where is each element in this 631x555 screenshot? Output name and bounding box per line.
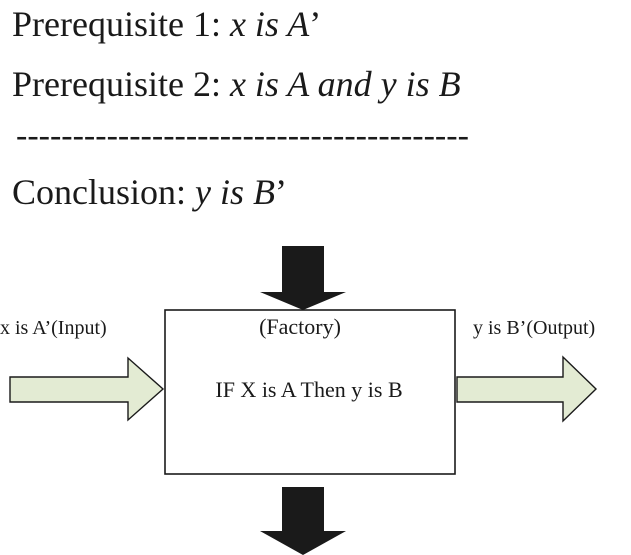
prerequisite-1-expression: x is A bbox=[229, 4, 310, 44]
prerequisite-2-label: Prerequisite 2: bbox=[12, 64, 230, 104]
bottom-output-arrow bbox=[260, 487, 346, 555]
conclusion-line: Conclusion: y is B’ bbox=[12, 170, 287, 214]
prerequisite-1-line: Prerequisite 1: x is A’ bbox=[12, 2, 321, 46]
output-label: y is B’(Output) bbox=[473, 317, 595, 339]
prerequisite-1-prime: ’ bbox=[309, 4, 322, 44]
prerequisite-1-label: Prerequisite 1: bbox=[12, 4, 230, 44]
conclusion-prime: ’ bbox=[275, 172, 287, 212]
factory-title: (Factory) bbox=[259, 314, 341, 339]
output-arrow bbox=[456, 355, 598, 423]
input-label: x is A’(Input) bbox=[0, 317, 107, 339]
factory-rule: IF X is A Then y is B bbox=[215, 377, 402, 402]
factory-box bbox=[164, 309, 456, 475]
prerequisite-2-expression: x is A and y is B bbox=[229, 64, 461, 104]
conclusion-expression: y is B bbox=[195, 172, 275, 212]
prerequisite-2-line: Prerequisite 2: x is A and y is B bbox=[12, 62, 461, 106]
input-arrow bbox=[9, 356, 165, 422]
conclusion-label: Conclusion: bbox=[12, 172, 196, 212]
separator-line: ---------------------------------------- bbox=[16, 117, 469, 154]
top-input-arrow bbox=[260, 246, 346, 310]
